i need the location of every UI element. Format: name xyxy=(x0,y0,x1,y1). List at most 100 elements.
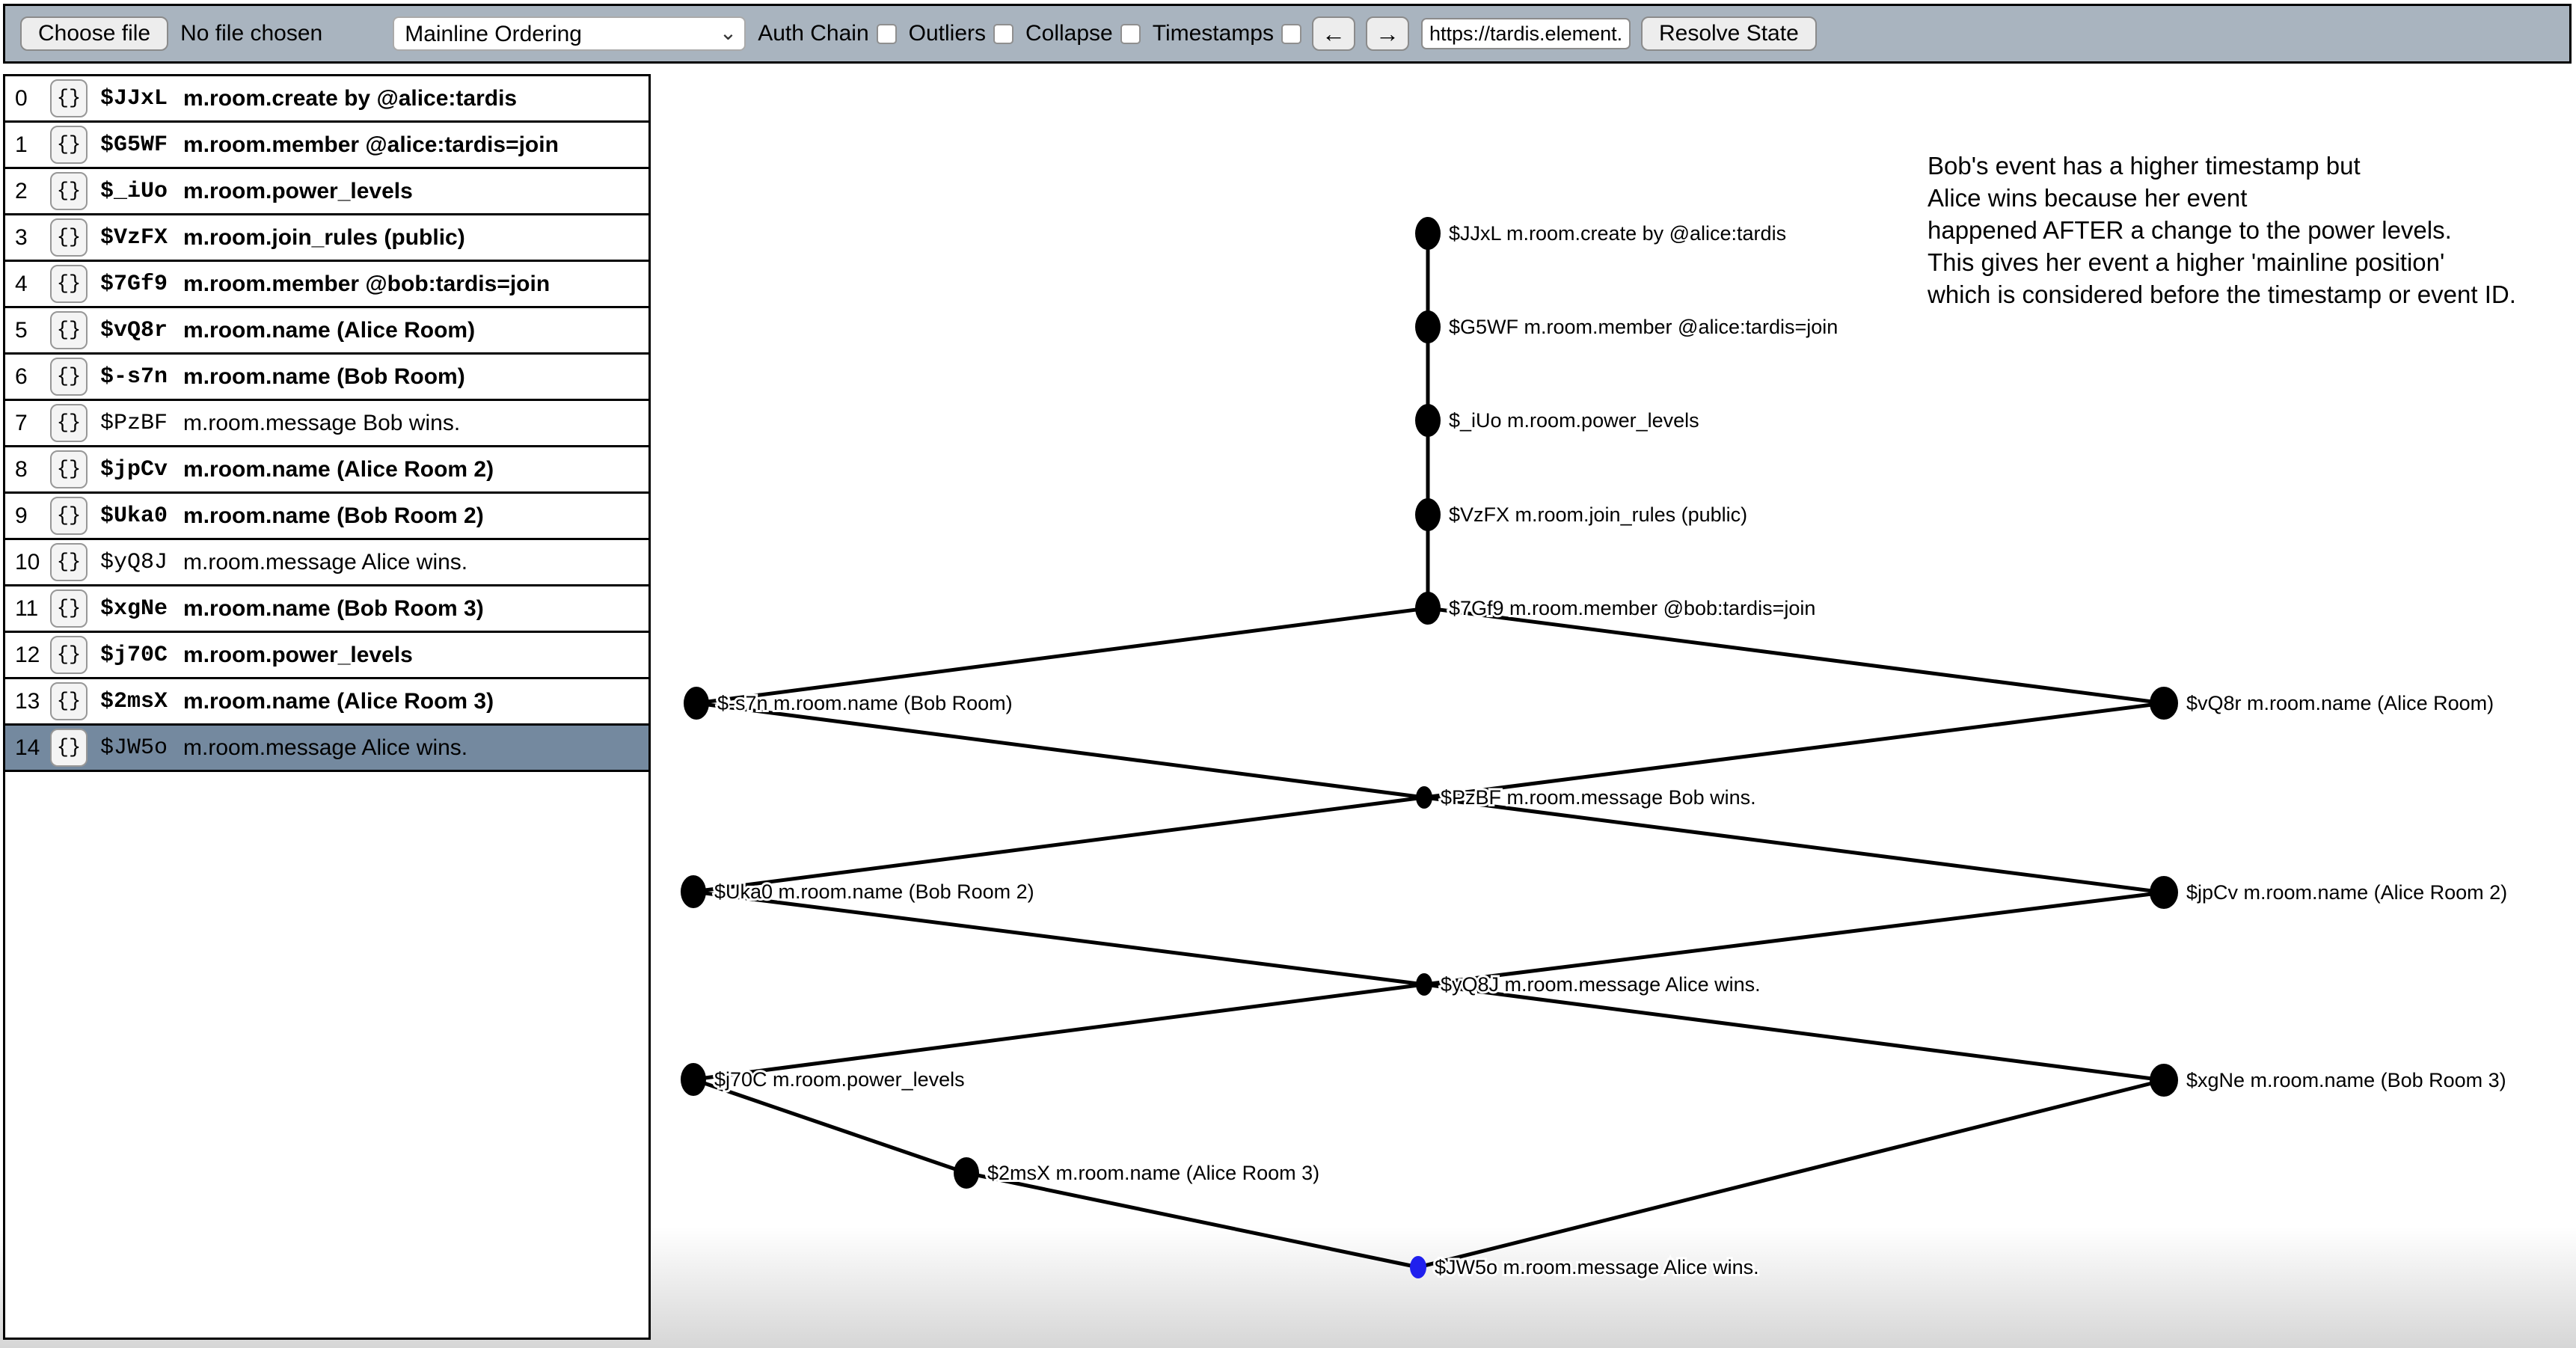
event-id: $2msX xyxy=(100,688,168,714)
event-list-row[interactable]: 7 {} $PzBF m.room.message Bob wins. xyxy=(5,401,648,447)
event-index: 4 xyxy=(15,271,28,296)
no-file-chosen-text: No file chosen xyxy=(180,21,323,46)
event-description: m.room.name (Alice Room 3) xyxy=(183,688,494,714)
event-index: 8 xyxy=(15,456,28,482)
json-view-button[interactable]: {} xyxy=(50,358,88,396)
dag-edge xyxy=(1417,1078,2165,1269)
dag-node-label: $_iUo m.room.power_levels xyxy=(1449,409,1699,432)
dag-node-label: $Uka0 m.room.name (Bob Room 2) xyxy=(714,880,1034,903)
event-id: $jpCv xyxy=(100,456,168,482)
json-view-button[interactable]: {} xyxy=(50,589,88,628)
auth-chain-checkbox[interactable] xyxy=(876,23,897,44)
event-index: 10 xyxy=(15,549,40,575)
json-view-button[interactable]: {} xyxy=(50,682,88,720)
json-view-button[interactable]: {} xyxy=(50,126,88,164)
forward-arrow-button[interactable]: → xyxy=(1365,16,1409,51)
json-view-button[interactable]: {} xyxy=(50,172,88,210)
event-index: 7 xyxy=(15,410,28,435)
event-description: m.room.name (Alice Room 2) xyxy=(183,456,494,482)
dag-edge xyxy=(1423,982,2165,1082)
event-list-row-selected[interactable]: 14 {} $JW5o m.room.message Alice wins. xyxy=(5,726,648,772)
back-arrow-button[interactable]: ← xyxy=(1311,16,1355,51)
dag-node-label: $G5WF m.room.member @alice:tardis=join xyxy=(1449,316,1838,338)
dag-node[interactable] xyxy=(2150,876,2178,909)
event-list-row[interactable]: 5 {} $vQ8r m.room.name (Alice Room) xyxy=(5,308,648,355)
dag-node[interactable] xyxy=(681,875,706,908)
event-id: $xgNe xyxy=(100,595,168,622)
event-list-row[interactable]: 4 {} $7Gf9 m.room.member @bob:tardis=joi… xyxy=(5,262,648,308)
timestamps-checkbox[interactable] xyxy=(1281,23,1301,44)
collapse-checkbox[interactable] xyxy=(1120,23,1141,44)
json-view-button[interactable]: {} xyxy=(50,543,88,581)
event-list-row[interactable]: 8 {} $jpCv m.room.name (Alice Room 2) xyxy=(5,447,648,494)
event-list-row[interactable]: 1 {} $G5WF m.room.member @alice:tardis=j… xyxy=(5,123,648,169)
json-view-button[interactable]: {} xyxy=(50,79,88,117)
annotation-line: Bob's event has a higher timestamp but xyxy=(1928,152,2361,180)
dag-node[interactable] xyxy=(2150,1064,2178,1097)
dag-node[interactable] xyxy=(684,687,709,720)
dag-edge xyxy=(693,795,1425,894)
json-view-button[interactable]: {} xyxy=(50,636,88,674)
event-index: 6 xyxy=(15,364,28,389)
event-id: $_iUo xyxy=(100,178,168,204)
dag-node[interactable] xyxy=(1415,498,1441,531)
event-list-row[interactable]: 3 {} $VzFX m.room.join_rules (public) xyxy=(5,215,648,262)
event-list-row[interactable]: 6 {} $-s7n m.room.name (Bob Room) xyxy=(5,355,648,401)
dag-node[interactable] xyxy=(1415,404,1441,437)
json-view-button[interactable]: {} xyxy=(50,450,88,488)
outliers-checkbox[interactable] xyxy=(993,23,1013,44)
annotation-line: Alice wins because her event xyxy=(1928,184,2248,212)
event-id: $yQ8J xyxy=(100,549,168,575)
dag-edge xyxy=(696,701,1425,800)
event-id: $PzBF xyxy=(100,410,168,436)
event-list-row[interactable]: 12 {} $j70C m.room.power_levels xyxy=(5,633,648,679)
dag-edge xyxy=(966,1171,1419,1269)
event-list-row[interactable]: 13 {} $2msX m.room.name (Alice Room 3) xyxy=(5,679,648,726)
event-index: 5 xyxy=(15,317,28,343)
choose-file-button[interactable]: Choose file xyxy=(20,16,169,51)
event-id: $-s7n xyxy=(100,364,168,390)
event-list-row[interactable]: 11 {} $xgNe m.room.name (Bob Room 3) xyxy=(5,586,648,633)
server-url-input[interactable] xyxy=(1420,18,1631,49)
dag-node-label: $PzBF m.room.message Bob wins. xyxy=(1441,786,1756,809)
dag-node[interactable] xyxy=(954,1157,979,1189)
event-list-row[interactable]: 2 {} $_iUo m.room.power_levels xyxy=(5,169,648,215)
dag-node-label: $yQ8J m.room.message Alice wins. xyxy=(1441,973,1761,996)
dag-node-label: $VzFX m.room.join_rules (public) xyxy=(1449,503,1747,526)
event-description: m.room.power_levels xyxy=(183,642,413,667)
annotation-line: This gives her event a higher 'mainline … xyxy=(1928,248,2445,276)
json-view-button[interactable]: {} xyxy=(50,218,88,257)
dag-node[interactable] xyxy=(1415,592,1441,625)
dag-node[interactable] xyxy=(1416,973,1432,996)
dag-edge xyxy=(696,606,1429,705)
json-view-button[interactable]: {} xyxy=(50,497,88,535)
dag-node[interactable] xyxy=(1416,786,1432,809)
dag-node-label: $xgNe m.room.name (Bob Room 3) xyxy=(2186,1069,2506,1091)
dag-node[interactable] xyxy=(1415,310,1441,343)
event-id: $7Gf9 xyxy=(100,271,168,297)
event-description: m.room.join_rules (public) xyxy=(183,224,465,250)
event-list-row[interactable]: 0 {} $JJxL m.room.create by @alice:tardi… xyxy=(5,76,648,123)
resolve-state-button[interactable]: Resolve State xyxy=(1640,16,1817,51)
event-description: m.room.create by @alice:tardis xyxy=(183,85,518,111)
dag-node-label: $-s7n m.room.name (Bob Room) xyxy=(717,692,1013,714)
dag-node[interactable] xyxy=(2150,687,2178,720)
json-view-button[interactable]: {} xyxy=(50,265,88,303)
event-description: m.room.member @alice:tardis=join xyxy=(183,132,559,157)
dag-node[interactable] xyxy=(1415,217,1441,250)
event-description: m.room.member @bob:tardis=join xyxy=(183,271,551,296)
outliers-label: Outliers xyxy=(908,21,986,46)
dag-node[interactable] xyxy=(681,1063,706,1096)
dag-node-label: $jpCv m.room.name (Alice Room 2) xyxy=(2186,881,2507,904)
json-view-button[interactable]: {} xyxy=(50,404,88,442)
event-list-panel: 0 {} $JJxL m.room.create by @alice:tardi… xyxy=(3,74,651,1340)
annotation-text: Bob's event has a higher timestamp but A… xyxy=(1928,150,2516,310)
event-list-row[interactable]: 10 {} $yQ8J m.room.message Alice wins. xyxy=(5,540,648,586)
event-list-row[interactable]: 9 {} $Uka0 m.room.name (Bob Room 2) xyxy=(5,494,648,540)
timestamps-label: Timestamps xyxy=(1152,21,1274,46)
ordering-select[interactable]: Mainline Ordering xyxy=(393,16,746,51)
json-view-button[interactable]: {} xyxy=(50,729,88,767)
dag-node-label: $j70C m.room.power_levels xyxy=(714,1068,965,1091)
json-view-button[interactable]: {} xyxy=(50,311,88,349)
dag-node[interactable] xyxy=(1410,1256,1426,1278)
